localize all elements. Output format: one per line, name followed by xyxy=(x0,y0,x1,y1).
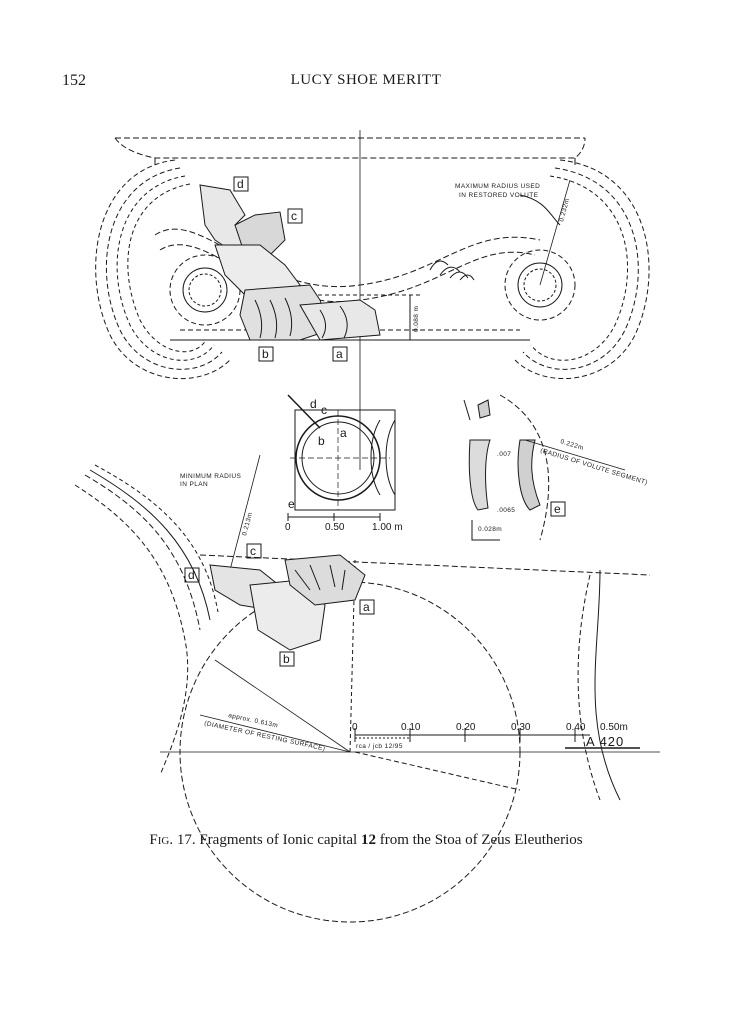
scale-label-050m: 0.50m xyxy=(600,722,628,733)
plan-label-d: d xyxy=(188,568,195,582)
profile-dim-007: .007 xyxy=(497,451,511,458)
max-radius-note-1: MAXIMUM RADIUS USED xyxy=(455,183,540,190)
scale-label-040: 0.40 xyxy=(566,722,586,733)
running-head: LUCY SHOE MERITT xyxy=(290,72,442,88)
small-plan-label-d: d xyxy=(310,397,317,411)
fragment-label-b: b xyxy=(262,347,269,361)
small-scale-100: 1.00 m xyxy=(372,522,403,533)
scale-label-020: 0.20 xyxy=(456,722,476,733)
profile-dim-0028: 0.028m xyxy=(478,526,502,533)
min-radius-dimension: 0.213m xyxy=(241,511,254,536)
min-radius-note-2: IN PLAN xyxy=(180,481,208,488)
height-dimension: 0.088 m xyxy=(413,306,420,332)
min-radius-note-1: MINIMUM RADIUS xyxy=(180,473,241,480)
small-plan-label-b: b xyxy=(318,434,325,448)
fragment-label-a: a xyxy=(336,347,343,361)
drafter-signature: rca / jcb 12/95 xyxy=(356,743,403,750)
fragment-label-c: c xyxy=(291,209,297,223)
small-scale-0: 0 xyxy=(285,522,291,533)
caption-text-after: from the Stoa of Zeus Eleutherios xyxy=(375,832,583,848)
profile-dim-0065: .0065 xyxy=(497,507,515,514)
scale-label-0: 0 xyxy=(352,722,358,733)
catalog-number: A 420 xyxy=(586,734,624,749)
fragment-label-d: d xyxy=(237,177,244,191)
plan-label-b: b xyxy=(283,652,290,666)
caption-figure-label: Fig. 17. xyxy=(149,832,196,848)
small-plan-label-c: c xyxy=(321,403,327,417)
small-plan-label-a: a xyxy=(340,426,347,440)
plan-label-c: c xyxy=(250,544,256,558)
max-radius-note-2: IN RESTORED VOLUTE xyxy=(459,192,539,199)
scale-label-030: 0.30 xyxy=(511,722,531,733)
profile-radius-dimension: 0.222m xyxy=(559,438,584,452)
max-radius-dimension: 0.232m xyxy=(558,197,571,222)
caption-capital-number: 12 xyxy=(360,832,376,848)
page-number: 152 xyxy=(62,72,86,89)
scale-label-010: 0.10 xyxy=(401,722,421,733)
plan-label-a: a xyxy=(363,600,370,614)
caption-text-before: Fragments of Ionic capital xyxy=(195,832,361,848)
profile-radius-note: (RADIUS OF VOLUTE SEGMENT) xyxy=(539,447,648,486)
small-plan-label-e: e xyxy=(288,497,295,511)
profile-label-e: e xyxy=(554,502,561,516)
figure-caption: Fig. 17. Fragments of Ionic capital 12 f… xyxy=(0,832,732,849)
small-scale-050: 0.50 xyxy=(325,522,345,533)
